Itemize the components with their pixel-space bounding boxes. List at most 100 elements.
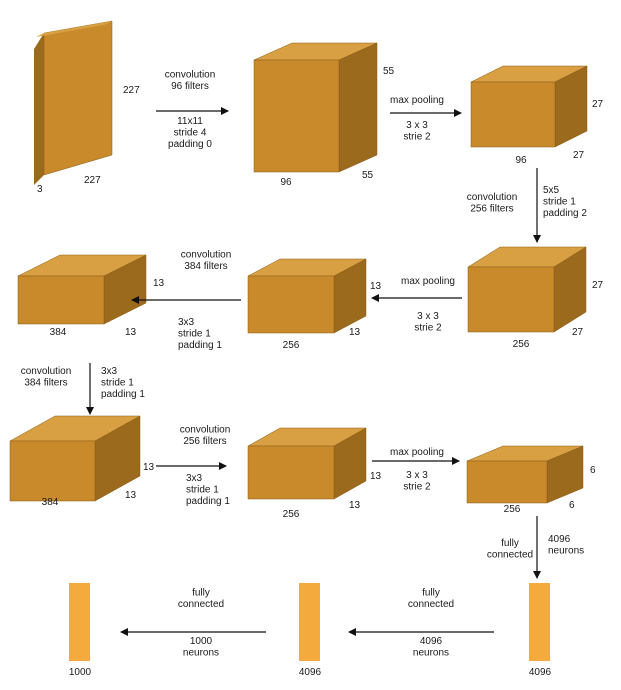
block-conv2 bbox=[467, 246, 587, 333]
op2-label-above: max pooling bbox=[390, 95, 444, 106]
fc-fc3-size-label: 1000 bbox=[69, 667, 92, 678]
op3-label-left: convolution bbox=[467, 192, 518, 203]
op3-label-right: stride 1 bbox=[543, 197, 576, 208]
block-pool1-height-label: 27 bbox=[592, 99, 604, 110]
block-input-channels-label: 3 bbox=[37, 184, 43, 195]
block-conv2-width-label: 27 bbox=[572, 327, 584, 338]
block-conv1-height-label: 55 bbox=[383, 66, 395, 77]
op6-label-left: 384 filters bbox=[24, 378, 67, 389]
op11-label-above: fully bbox=[192, 588, 210, 599]
block-conv5-width-label: 13 bbox=[349, 500, 361, 511]
op9-label-left: connected bbox=[487, 550, 533, 561]
op1-label-below: 11x11 bbox=[177, 116, 203, 127]
op5-label-below: padding 1 bbox=[178, 340, 222, 351]
block-pool2 bbox=[247, 258, 367, 334]
fc-bar-fc1 bbox=[529, 583, 550, 661]
fc-bar-fc2 bbox=[299, 583, 320, 661]
block-input-height-label: 227 bbox=[123, 85, 140, 96]
block-pool1 bbox=[470, 65, 588, 148]
block-side-face bbox=[34, 33, 44, 185]
block-conv3 bbox=[17, 254, 147, 325]
block-front-face bbox=[467, 266, 555, 333]
op2-label-below: 3 x 3 bbox=[406, 120, 428, 131]
block-top-face bbox=[36, 21, 112, 37]
block-conv4 bbox=[9, 415, 141, 502]
op8-label-above: max pooling bbox=[390, 447, 444, 458]
op11-label-below: neurons bbox=[183, 648, 219, 659]
op6-label-left: convolution bbox=[21, 366, 72, 377]
block-conv4-width-label: 13 bbox=[125, 490, 137, 501]
op6-label-right: stride 1 bbox=[101, 378, 134, 389]
op1-label-below: padding 0 bbox=[168, 139, 212, 150]
block-conv5-channels-label: 256 bbox=[283, 509, 300, 520]
block-conv2-channels-label: 256 bbox=[513, 339, 530, 350]
op10-label-above: connected bbox=[408, 599, 454, 610]
op8-label-below: 3 x 3 bbox=[406, 470, 428, 481]
op4-label-below: strie 2 bbox=[414, 323, 442, 334]
fc-fc2-size-label: 4096 bbox=[299, 667, 322, 678]
op2-label-below: strie 2 bbox=[403, 132, 431, 143]
block-front-face bbox=[17, 275, 105, 325]
op1-label-above: 96 filters bbox=[171, 81, 209, 92]
op1-label-below: stride 4 bbox=[174, 128, 207, 139]
block-conv4-channels-label: 384 bbox=[42, 497, 59, 508]
op3-label-left: 256 filters bbox=[470, 204, 513, 215]
op7-label-below: 3x3 bbox=[186, 473, 203, 484]
block-conv3-width-label: 13 bbox=[125, 327, 137, 338]
block-pool3-width-label: 6 bbox=[569, 500, 575, 511]
block-conv3-height-label: 13 bbox=[153, 278, 165, 289]
block-conv1 bbox=[253, 42, 378, 173]
block-front-face bbox=[9, 440, 96, 502]
fc-bar-fc3 bbox=[69, 583, 90, 661]
op8-label-below: strie 2 bbox=[403, 482, 431, 493]
op11-label-above: connected bbox=[178, 599, 224, 610]
block-conv1-width-label: 55 bbox=[362, 170, 374, 181]
op3-label-right: padding 2 bbox=[543, 208, 587, 219]
block-conv5 bbox=[247, 427, 367, 500]
op6-label-right: 3x3 bbox=[101, 366, 118, 377]
op7-label-above: 256 filters bbox=[183, 436, 226, 447]
op4-label-above: max pooling bbox=[401, 276, 455, 287]
block-pool1-width-label: 27 bbox=[573, 150, 585, 161]
block-pool3 bbox=[466, 445, 584, 504]
op5-label-above: convolution bbox=[181, 250, 232, 261]
op5-label-below: 3x3 bbox=[178, 317, 195, 328]
block-input-width-label: 227 bbox=[84, 175, 101, 186]
block-conv3-channels-label: 384 bbox=[50, 327, 67, 338]
block-conv2-height-label: 27 bbox=[592, 280, 604, 291]
op4-label-below: 3 x 3 bbox=[417, 311, 439, 322]
block-front-face bbox=[253, 59, 340, 173]
block-pool2-width-label: 13 bbox=[349, 327, 361, 338]
block-front-face bbox=[470, 81, 556, 148]
block-pool1-channels-label: 96 bbox=[515, 155, 527, 166]
op9-label-right: neurons bbox=[548, 546, 584, 557]
block-conv4-height-label: 13 bbox=[143, 462, 155, 473]
op10-label-below: 4096 bbox=[420, 636, 443, 647]
op9-label-left: fully bbox=[501, 538, 519, 549]
op7-label-below: stride 1 bbox=[186, 485, 219, 496]
op3-label-right: 5x5 bbox=[543, 185, 560, 196]
op1-label-above: convolution bbox=[165, 70, 216, 81]
block-front-face bbox=[247, 275, 335, 334]
layer-blocks bbox=[9, 20, 588, 661]
block-pool3-height-label: 6 bbox=[590, 465, 596, 476]
block-front-face bbox=[466, 460, 548, 504]
op5-label-above: 384 filters bbox=[184, 261, 227, 272]
op6-label-right: padding 1 bbox=[101, 389, 145, 400]
op7-label-above: convolution bbox=[180, 425, 231, 436]
